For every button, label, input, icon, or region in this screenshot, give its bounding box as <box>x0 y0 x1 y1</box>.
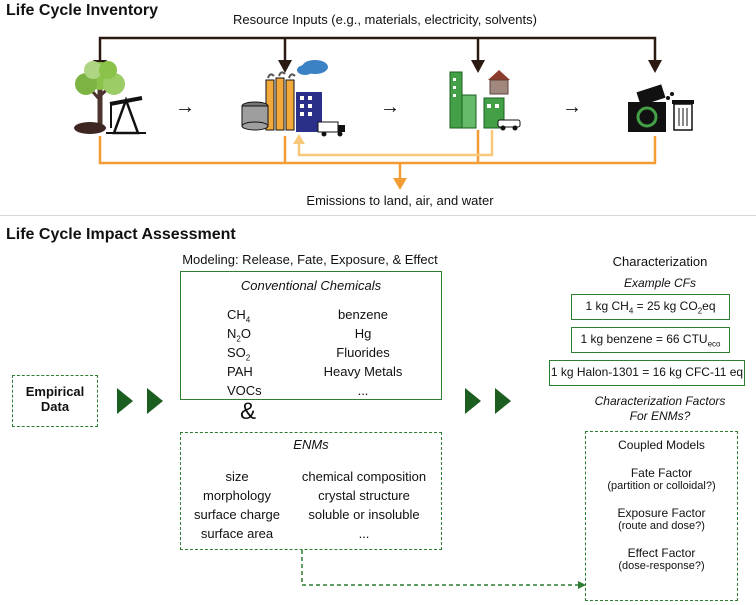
chem-heavy-metals: Heavy Metals <box>323 364 403 379</box>
green-arrow-left-2 <box>147 388 163 414</box>
green-arrow-right-1 <box>465 388 481 414</box>
enm-size: size <box>225 469 249 484</box>
enm-soluble: soluble or insoluble <box>308 507 420 522</box>
coupled-models-box: Coupled Models Fate Factor (partition or… <box>585 431 738 601</box>
green-arrow-left-1 <box>117 388 133 414</box>
end-of-life-icon <box>628 84 694 132</box>
section-divider <box>0 215 756 216</box>
empirical-line-2: Data <box>40 399 70 414</box>
chem-fluorides: Fluorides <box>336 345 390 360</box>
chem-n2o: N2O <box>227 326 251 344</box>
chem-benzene: benzene <box>338 307 388 322</box>
resource-input-arrows <box>98 36 657 62</box>
lcia-title: Life Cycle Impact Assessment <box>6 226 236 243</box>
exposure-factor: Exposure Factor <box>617 506 706 520</box>
cf-question-line-2: For ENMs? <box>629 409 691 423</box>
effect-factor: Effect Factor <box>627 546 696 560</box>
chem-vocs: VOCs <box>227 383 262 398</box>
green-arrow-right-2 <box>495 388 511 414</box>
emission-lines <box>98 130 657 180</box>
resource-inputs-label: Resource Inputs (e.g., materials, electr… <box>190 12 580 27</box>
conventional-title: Conventional Chemicals <box>240 278 382 293</box>
enms-right-column: chemical composition crystal structure s… <box>289 467 439 543</box>
stage-arrow-3: → <box>562 96 582 118</box>
stage-arrow-1: → <box>175 96 195 118</box>
cf-enm-question: Characterization Factors For ENMs? <box>575 394 745 424</box>
chem-ellipsis: ... <box>357 383 369 398</box>
empirical-line-1: Empirical <box>25 384 85 399</box>
enm-ellipsis: ... <box>358 526 370 541</box>
emissions-label: Emissions to land, air, and water <box>306 193 494 208</box>
enm-morphology: morphology <box>203 488 271 503</box>
conventional-right-column: benzene Hg Fluorides Heavy Metals ... <box>313 305 413 400</box>
ampersand: & <box>240 398 257 425</box>
coupled-models-title: Coupled Models <box>618 438 705 452</box>
enms-box: ENMs size morphology surface charge surf… <box>180 432 442 550</box>
enm-surface-area: surface area <box>200 526 274 541</box>
raw-materials-icon <box>74 61 146 135</box>
effect-factor-question: (dose-response?) <box>618 560 705 572</box>
use-phase-icon <box>449 70 521 131</box>
modeling-label: Modeling: Release, Fate, Exposure, & Eff… <box>182 252 438 267</box>
fate-factor: Fate Factor <box>630 466 693 480</box>
cf-question-line-1: Characterization Factors <box>594 394 726 408</box>
lci-diagram <box>74 36 694 190</box>
manufacturing-icon <box>241 60 345 137</box>
enm-chemical-composition: chemical composition <box>301 469 427 484</box>
cf-halon-box: 1 kg Halon-1301 = 16 kg CFC-11 eq <box>549 360 745 386</box>
chem-hg: Hg <box>354 326 372 341</box>
conventional-left-column: CH4 N2O SO2 PAH VOCs <box>227 305 287 400</box>
chem-pah: PAH <box>227 364 253 379</box>
enms-title: ENMs <box>293 437 329 452</box>
cf-ch4-box: 1 kg CH4 = 25 kg CO2eq <box>571 294 730 320</box>
enm-surface-charge: surface charge <box>194 507 280 522</box>
lci-title: Life Cycle Inventory <box>6 2 159 19</box>
characterization-title: Characterization <box>612 254 708 269</box>
chem-ch4: CH4 <box>227 307 251 325</box>
example-cfs-label: Example CFs <box>623 276 697 290</box>
stage-arrow-2: → <box>380 96 400 118</box>
cf-benzene-box: 1 kg benzene = 66 CTUeco <box>571 327 730 353</box>
empirical-data-box: Empirical Data <box>12 375 98 427</box>
fate-factor-question: (partition or colloidal?) <box>607 480 716 492</box>
enms-left-column: size morphology surface charge surface a… <box>183 467 291 543</box>
conventional-chemicals-box: Conventional Chemicals CH4 N2O SO2 PAH V… <box>180 271 442 400</box>
exposure-factor-question: (route and dose?) <box>618 520 705 532</box>
chem-so2: SO2 <box>227 345 251 363</box>
enm-crystal-structure: crystal structure <box>318 488 410 503</box>
recycle-arrow <box>297 130 494 157</box>
